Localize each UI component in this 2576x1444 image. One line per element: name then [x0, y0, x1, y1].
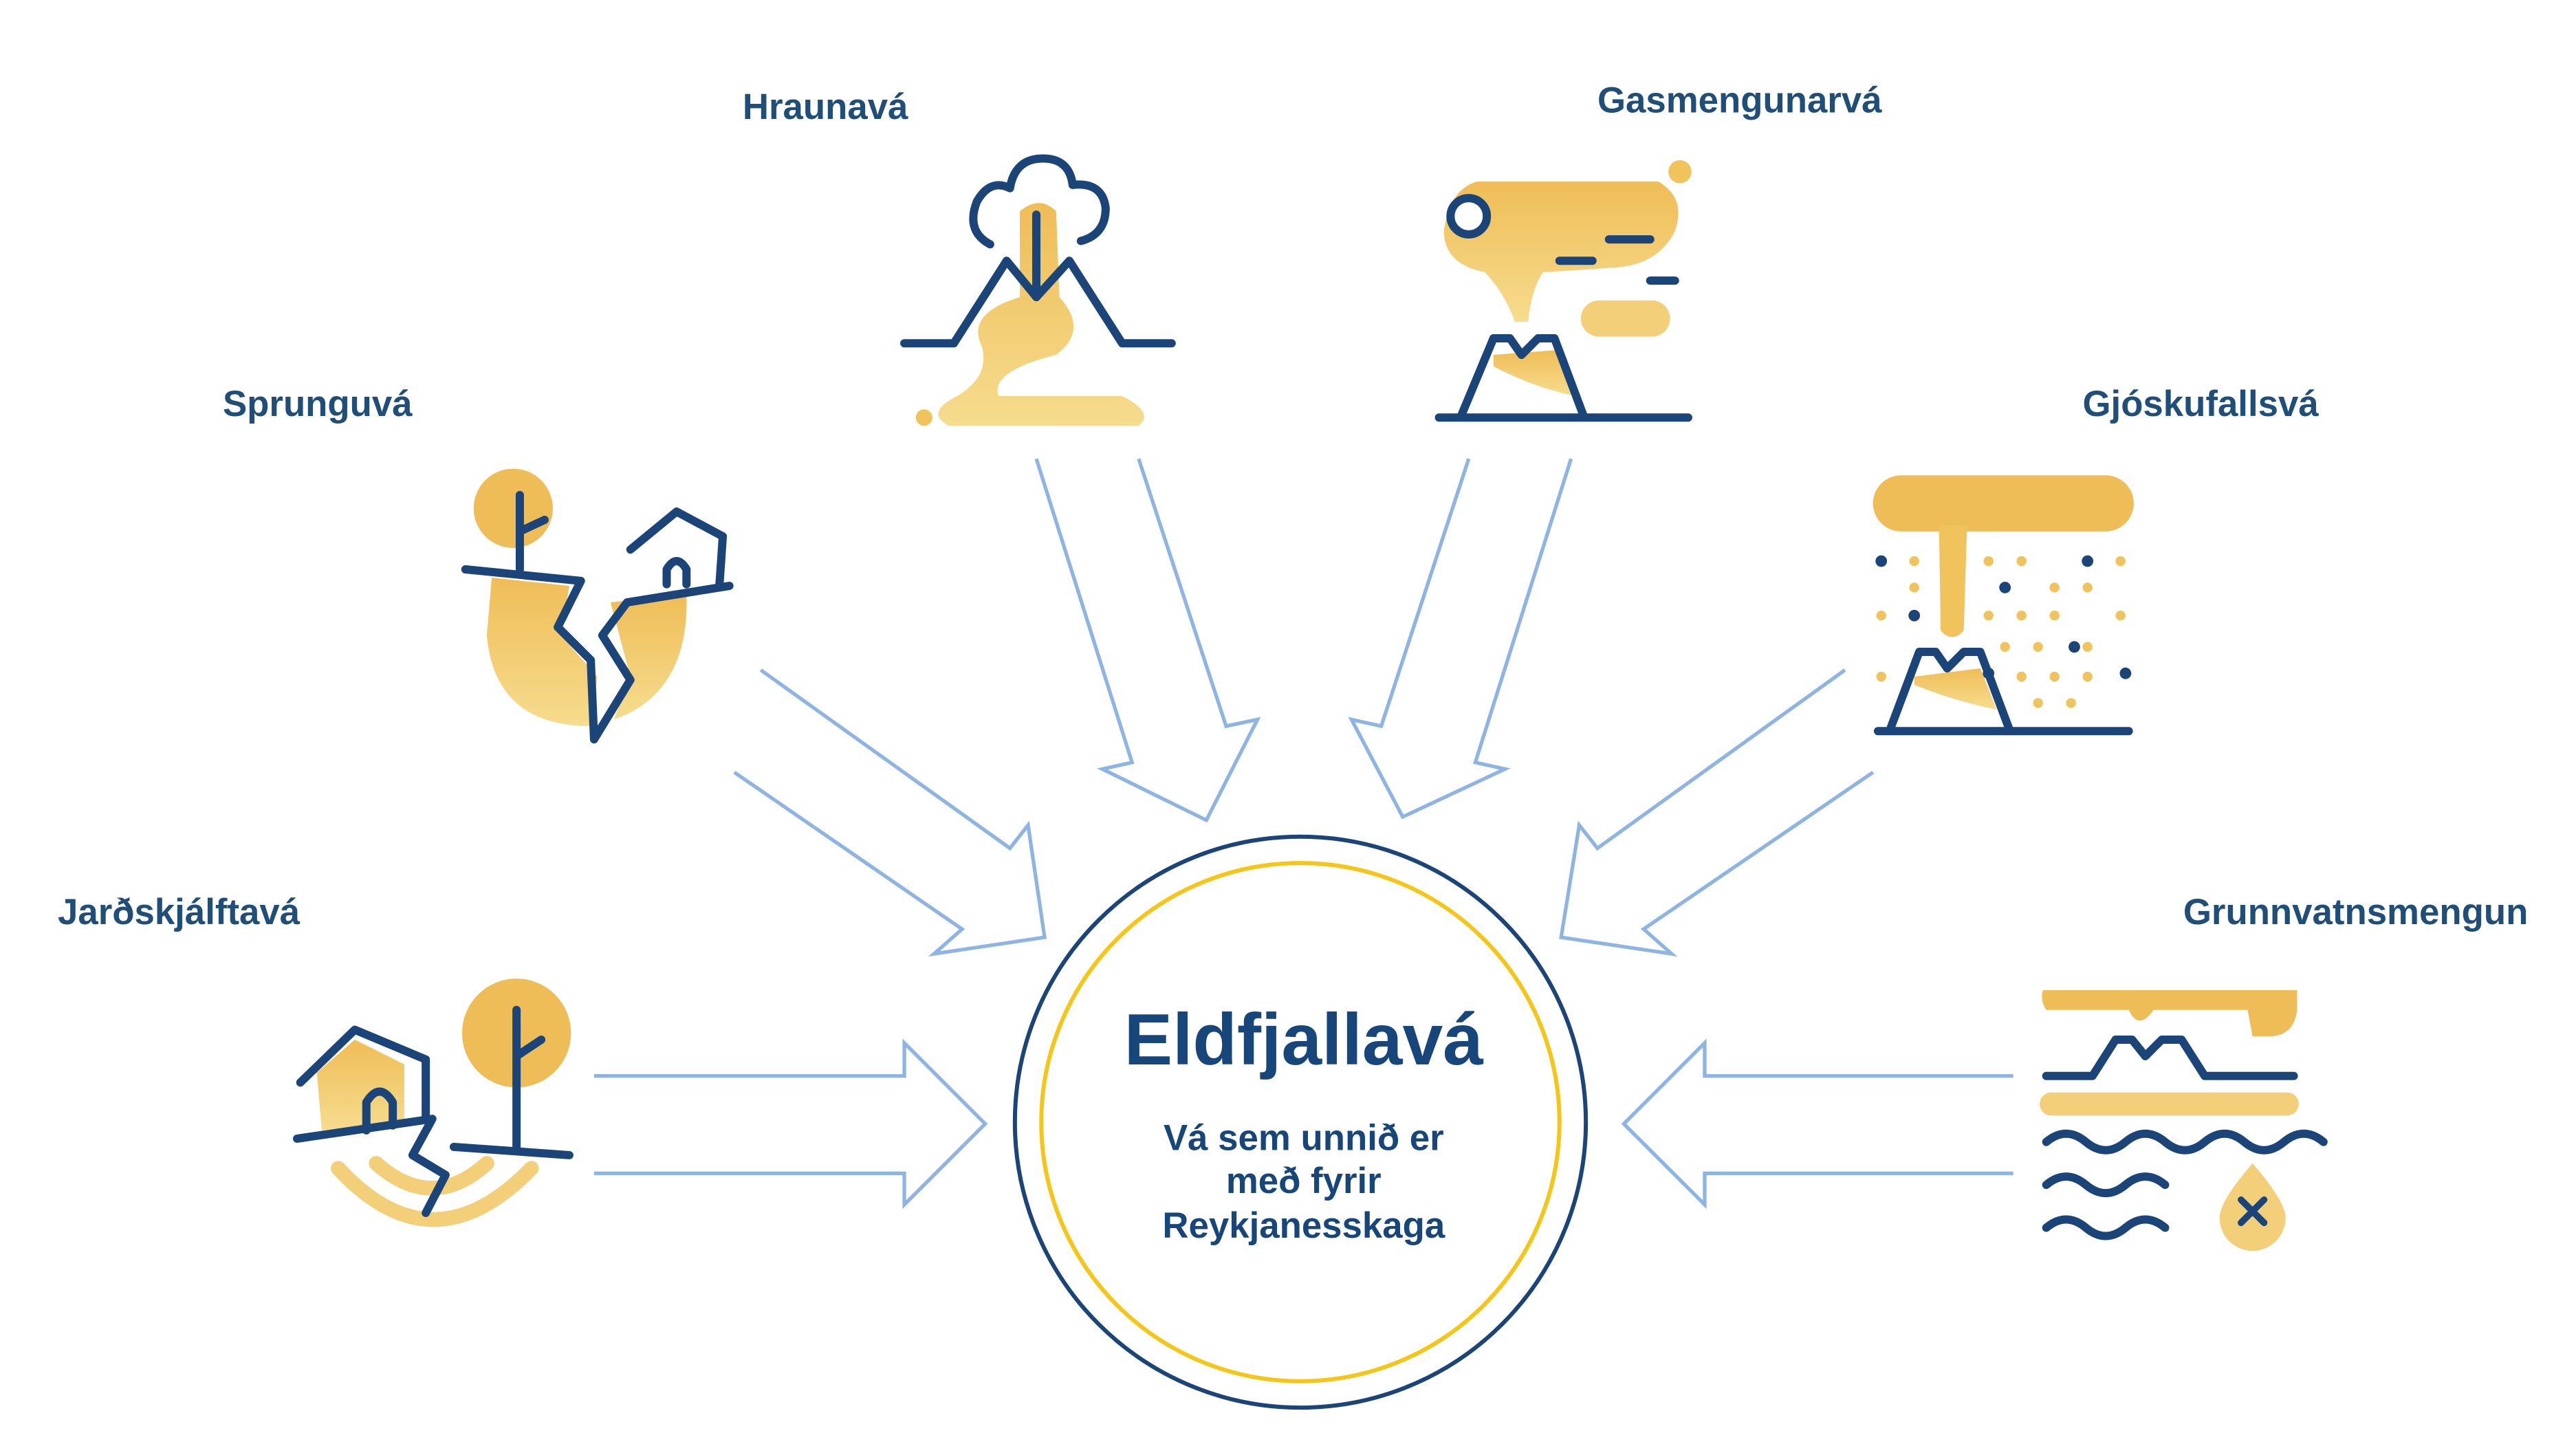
arrow-jardskjalftava [593, 1038, 988, 1210]
label-jardskjalftava: Jarðskjálftavá [58, 892, 301, 932]
label-gasmengunarva: Gasmengunarvá [1597, 80, 1882, 120]
arrow-sprunguva [733, 668, 1047, 957]
label-sprunguva: Sprunguvá [223, 384, 413, 424]
center-node: Eldfjallavá Vá sem unnið er með fyrir Re… [1012, 834, 1589, 1410]
gas-pollution-icon [1434, 160, 1692, 422]
arrow-grunnvatnsmengun [1621, 1038, 2013, 1210]
center-subtitle-line-3: Reykjanesskaga [1162, 1205, 1445, 1246]
arrow-gasmengunarva [1348, 458, 1573, 820]
center-subtitle-line-1: Vá sem unnið er [1164, 1118, 1444, 1159]
center-subtitle-line-2: með fyrir [1226, 1161, 1382, 1201]
arrow-hraunava [1034, 458, 1261, 823]
center-title: Eldfjallavá [1124, 999, 1484, 1080]
arrow-gjoskufallsva [1559, 668, 1875, 957]
inner-ring [1039, 861, 1562, 1383]
groundwater-pollution-icon [2040, 989, 2328, 1251]
label-hraunava: Hraunavá [743, 87, 908, 127]
outer-ring [1012, 834, 1589, 1410]
ashfall-icon [1873, 475, 2134, 736]
fissure-icon [461, 468, 734, 744]
label-gjoskufallsva: Gjóskufallsvá [2082, 384, 2319, 424]
earthquake-icon [292, 978, 574, 1227]
lava-volcano-icon [900, 154, 1176, 426]
label-grunnvatnsmengun: Grunnvatnsmengun [2183, 892, 2528, 932]
